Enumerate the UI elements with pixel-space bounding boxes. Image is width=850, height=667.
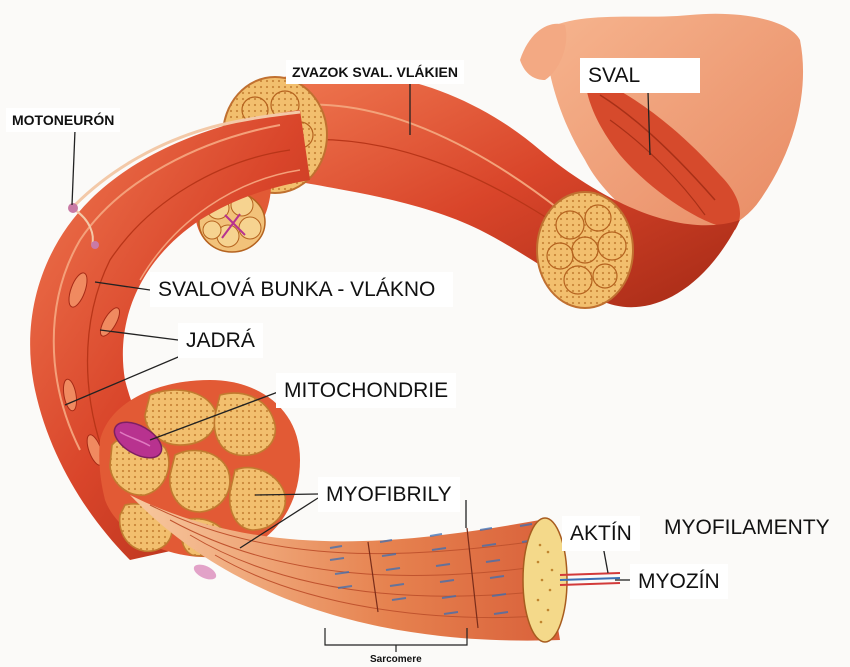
label-muscle: SVAL bbox=[580, 58, 700, 93]
label-sarcomere: Sarcomere bbox=[370, 655, 422, 665]
label-actin: AKTÍN bbox=[562, 516, 640, 551]
label-myofibrils: MYOFIBRILY bbox=[318, 477, 460, 512]
label-fascicle-bundle: ZVAZOK SVAL. VLÁKIEN bbox=[286, 60, 464, 84]
label-nuclei: JADRÁ bbox=[178, 323, 263, 358]
label-myosin: MYOZÍN bbox=[630, 564, 728, 599]
label-myofilaments: MYOFILAMENTY bbox=[656, 510, 838, 545]
label-muscle-cell-fiber: SVALOVÁ BUNKA - VLÁKNO bbox=[150, 272, 453, 307]
label-motoneuron: MOTONEURÓN bbox=[6, 108, 120, 132]
label-mitochondria: MITOCHONDRIE bbox=[276, 373, 456, 408]
